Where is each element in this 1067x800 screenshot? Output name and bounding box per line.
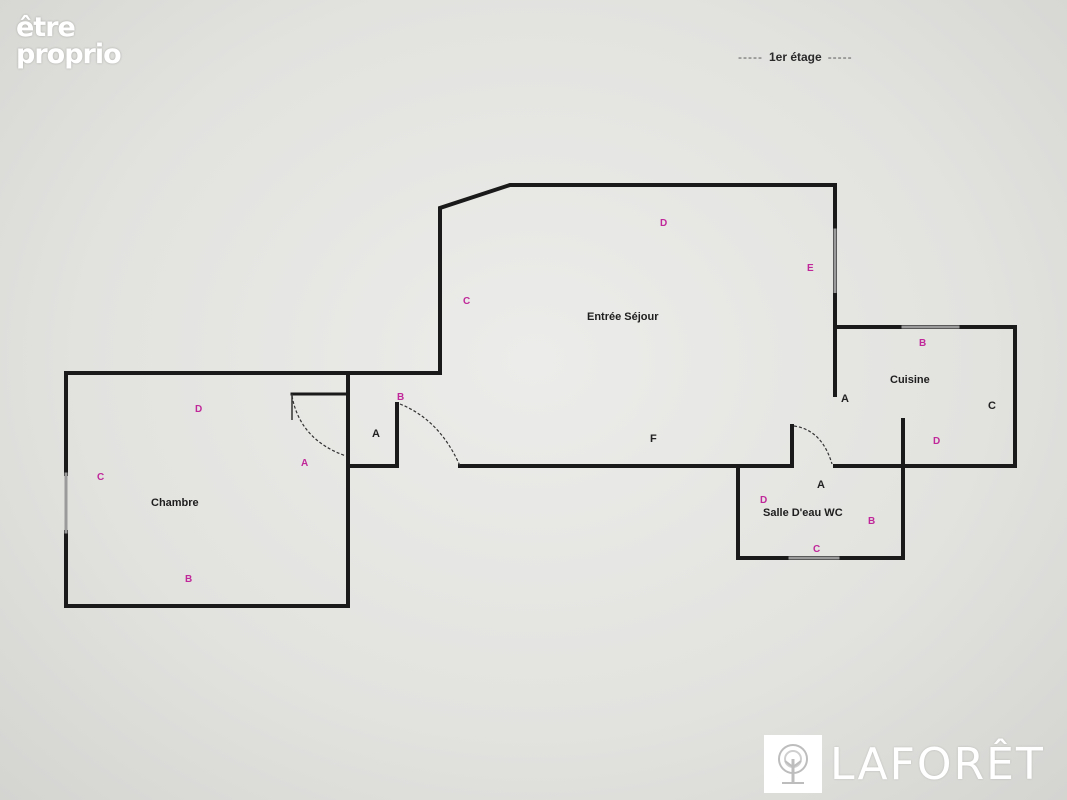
mark-cuisine-b: B <box>919 338 926 349</box>
mark-cuisine-a: A <box>841 393 849 405</box>
mark-cuisine-d: D <box>933 436 940 447</box>
mark-sejour-c: C <box>463 296 470 307</box>
doors <box>291 395 833 467</box>
mark-sejour-d: D <box>660 218 667 229</box>
mark-chambre-d: D <box>195 404 202 415</box>
logo-line-2: proprio <box>16 39 122 70</box>
mark-sejour-f: F <box>650 433 657 445</box>
door-chambre <box>291 395 347 457</box>
room-label-cuisine: Cuisine <box>890 374 930 386</box>
laforet-brand-text: LAFORÊT <box>830 738 1045 790</box>
mark-sde-d: D <box>760 495 767 506</box>
walls <box>64 183 1017 608</box>
mark-cuisine-c: C <box>988 400 996 412</box>
laforet-logo: LAFORÊT <box>764 734 1045 794</box>
floor-title: ----- 1er étage ----- <box>738 50 853 64</box>
floor-title-text: 1er étage <box>768 50 822 64</box>
mark-chambre-c: C <box>97 472 104 483</box>
mark-sejour-b: B <box>397 392 404 403</box>
door-sde <box>793 425 833 465</box>
mark-sejour-e: E <box>807 263 814 274</box>
mark-sde-c: C <box>813 544 820 555</box>
wall-hall-top <box>346 183 837 375</box>
door-entree <box>399 403 461 467</box>
wall-hall-small <box>350 402 399 468</box>
etre-proprio-logo: être proprio <box>16 12 122 70</box>
room-label-sejour: Entrée Séjour <box>587 311 659 323</box>
wall-chambre <box>64 371 350 608</box>
tree-icon <box>764 735 822 793</box>
mark-sde-b: B <box>868 516 875 527</box>
room-label-salle-eau: Salle D'eau WC <box>763 507 843 519</box>
floor-title-dash-left: ----- <box>738 50 763 64</box>
room-label-chambre: Chambre <box>151 497 199 509</box>
mark-chambre-b: B <box>185 574 192 585</box>
logo-line-1: être <box>16 12 76 43</box>
mark-hall-a: A <box>372 428 380 440</box>
mark-sde-a: A <box>817 479 825 491</box>
floor-title-dash-right: ----- <box>827 50 853 64</box>
mark-chambre-a: A <box>301 458 308 469</box>
